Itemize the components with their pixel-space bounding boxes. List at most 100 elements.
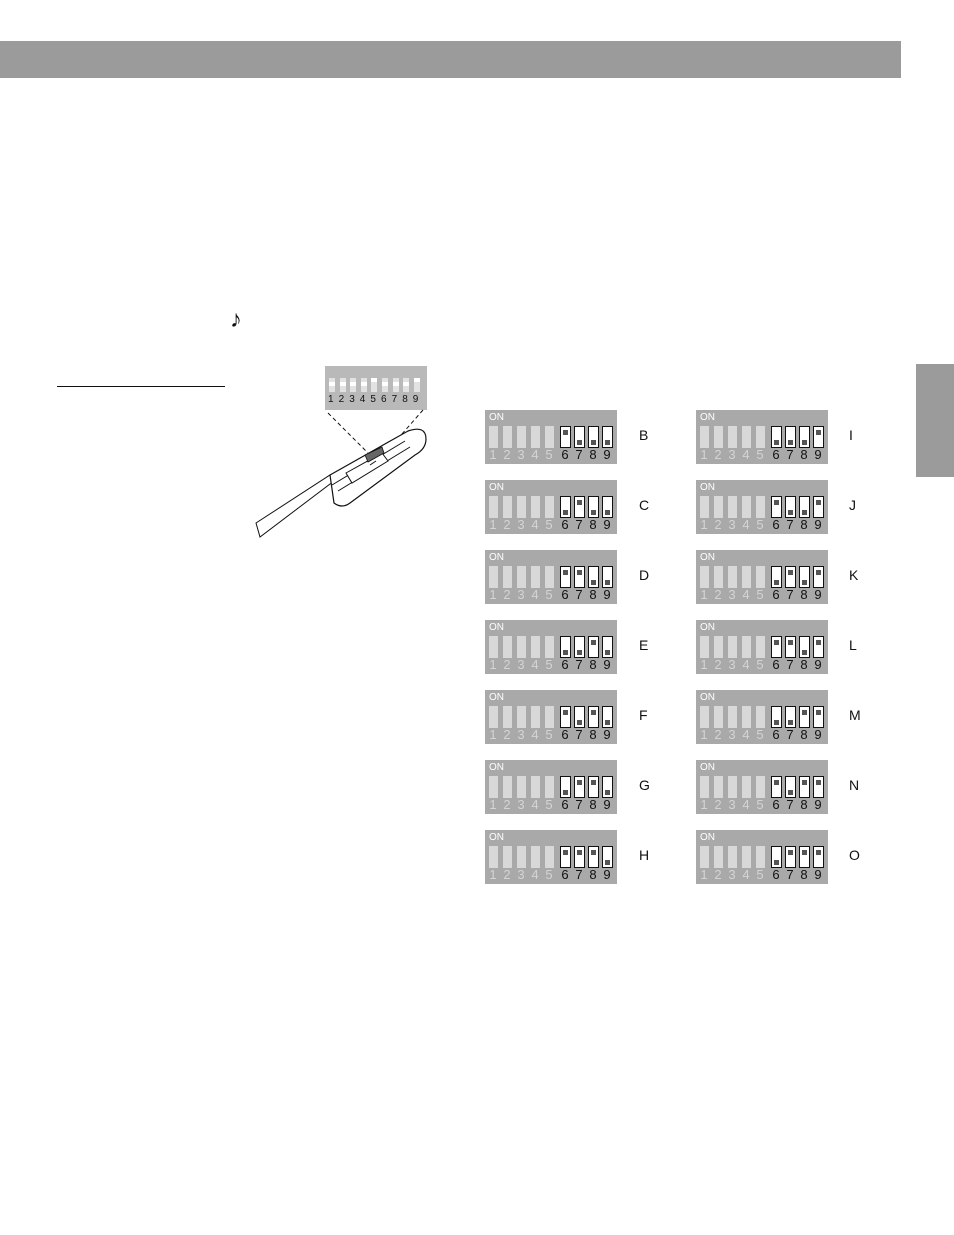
dip-switch: [560, 706, 571, 728]
dip-switch-number: 6: [772, 657, 780, 672]
dip-switch: [531, 426, 540, 448]
dip-switch-number: 9: [603, 867, 611, 882]
dip-switch-number: 2: [503, 657, 511, 672]
dip-switch: [489, 426, 498, 448]
dip-switch: [517, 846, 526, 868]
dip-switch-number: 1: [489, 657, 497, 672]
inset-switch-number: 4: [359, 394, 366, 405]
dip-switch: [560, 426, 571, 448]
dip-switch: [785, 426, 796, 448]
dip-switch-knob: [591, 440, 596, 445]
dip-switch-number: 6: [561, 517, 569, 532]
dip-switch: [602, 706, 613, 728]
dip-switch: [742, 846, 751, 868]
dip-switch-number: 8: [800, 727, 808, 742]
dip-switch: [489, 566, 498, 588]
dip-switch: [517, 636, 526, 658]
dip-switch: [785, 566, 796, 588]
dip-switch: [489, 636, 498, 658]
dip-switch-number: 5: [756, 517, 764, 532]
dip-on-label: ON: [700, 692, 715, 703]
dip-switch: [588, 636, 599, 658]
dip-switch-number: 8: [589, 867, 597, 882]
dip-switch-number: 8: [800, 517, 808, 532]
dip-switch-number: 8: [800, 447, 808, 462]
dip-switch: [771, 776, 782, 798]
dip-switch-knob: [563, 570, 568, 575]
dip-switch: [771, 426, 782, 448]
dip-switch-number: 8: [589, 447, 597, 462]
dip-switch-number: 4: [742, 517, 750, 532]
dip-switch-knob: [591, 510, 596, 515]
dip-switch-number: 4: [742, 657, 750, 672]
dip-switch-number: 1: [489, 447, 497, 462]
dip-switch: [813, 566, 824, 588]
dip-switch-number: 9: [603, 447, 611, 462]
dip-switch: [588, 566, 599, 588]
dip-switch-knob: [788, 850, 793, 855]
dip-switch-knob: [605, 860, 610, 865]
dip-switch: [728, 426, 737, 448]
dip-switch-knob: [563, 850, 568, 855]
inset-switch: [403, 378, 410, 392]
dip-switch: [714, 706, 723, 728]
dip-switch: [813, 636, 824, 658]
inset-switch-number: 5: [370, 394, 376, 405]
dip-switch-number: 7: [786, 447, 794, 462]
dip-on-label: ON: [489, 482, 504, 493]
inset-switch-knob: [382, 382, 388, 386]
dip-switch-number: 2: [714, 727, 722, 742]
dip-switch-number: 1: [700, 587, 708, 602]
dip-switch: [742, 776, 751, 798]
dip-switch: [756, 706, 765, 728]
dip-switch: [489, 846, 498, 868]
dip-switch-number: 6: [561, 867, 569, 882]
setting-letter: K: [849, 567, 859, 583]
dip-switch-knob: [591, 580, 596, 585]
dip-switch: [813, 426, 824, 448]
dip-switch-knob: [577, 850, 582, 855]
dip-switch-number: 4: [531, 447, 539, 462]
dip-switch: [545, 566, 554, 588]
dip-switch-number: 6: [561, 727, 569, 742]
dip-switch: [560, 496, 571, 518]
dip-switch-number: 9: [603, 797, 611, 812]
setting-letter: E: [639, 637, 649, 653]
dip-switch: [545, 426, 554, 448]
dip-switch-number: 3: [517, 797, 525, 812]
dip-switch: [742, 636, 751, 658]
inset-switch-number: 3: [349, 394, 355, 405]
dip-switch-number: 7: [575, 517, 583, 532]
dip-switch-knob: [563, 710, 568, 715]
dip-switch: [756, 636, 765, 658]
setting-letter: D: [639, 567, 650, 583]
dip-switch-number: 3: [728, 797, 736, 812]
dip-switch: [588, 846, 599, 868]
dip-switch: [531, 496, 540, 518]
dip-switch-number: 7: [575, 727, 583, 742]
dip-switch-number: 2: [714, 517, 722, 532]
dip-switch-number: 5: [756, 867, 764, 882]
dip-switch: [799, 496, 810, 518]
dip-on-label: ON: [700, 622, 715, 633]
dip-on-label: ON: [489, 692, 504, 703]
dip-switch-knob: [563, 430, 568, 435]
dip-switch-knob: [788, 440, 793, 445]
dip-switch-number: 8: [589, 517, 597, 532]
dip-switch: [714, 496, 723, 518]
setting-letter: J: [849, 497, 856, 513]
dip-switch: [714, 426, 723, 448]
dip-switch: [574, 496, 585, 518]
dip-switch-knob: [577, 570, 582, 575]
dip-switch-knob: [816, 850, 821, 855]
dip-switch: [503, 496, 512, 518]
dip-switch: [503, 426, 512, 448]
dip-switch-number: 3: [517, 447, 525, 462]
dip-switch-knob: [774, 780, 779, 785]
dip-switch-knob: [802, 510, 807, 515]
dip-switch-knob: [802, 650, 807, 655]
dip-switch-number: 1: [489, 867, 497, 882]
